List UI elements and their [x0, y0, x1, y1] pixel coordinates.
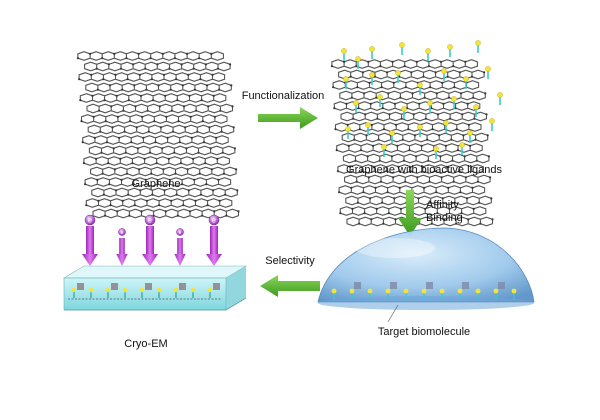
target-droplet: [317, 227, 535, 323]
graphene-sheet: [76, 51, 240, 219]
graphene-ligands-label: Graphene with bioactive ligands: [346, 164, 502, 176]
electron-symbol: e: [121, 231, 124, 236]
selectivity-label: Selectivity: [265, 255, 315, 267]
electron-beam: e: [116, 228, 128, 266]
electron-symbol: e: [179, 231, 182, 236]
electron-symbol: e: [88, 218, 92, 225]
target-biomolecule-label: Target biomolecule: [377, 326, 471, 338]
ligand-group: [341, 40, 503, 159]
cryo-em-sample: [62, 265, 248, 311]
electron-beam: e: [206, 214, 222, 266]
functionalization-arrow: [258, 107, 318, 129]
functionalization-label: Functionalization: [241, 90, 325, 102]
electron-symbol: e: [148, 218, 152, 225]
selectivity-arrow: [260, 275, 320, 297]
electron-beam: e: [82, 214, 98, 266]
graphene-label: Graphene: [131, 178, 181, 190]
affinity-label: Affinity: [426, 199, 459, 211]
electron-beams[interactable]: e e e e e: [82, 214, 222, 266]
cryo-em-label: Cryo-EM: [124, 338, 168, 350]
affinity-arrow: [398, 190, 422, 236]
electron-beam: e: [174, 228, 186, 266]
electron-beam: e: [142, 214, 158, 266]
electron-symbol: e: [212, 218, 216, 225]
binding-label: Binding: [426, 212, 463, 224]
